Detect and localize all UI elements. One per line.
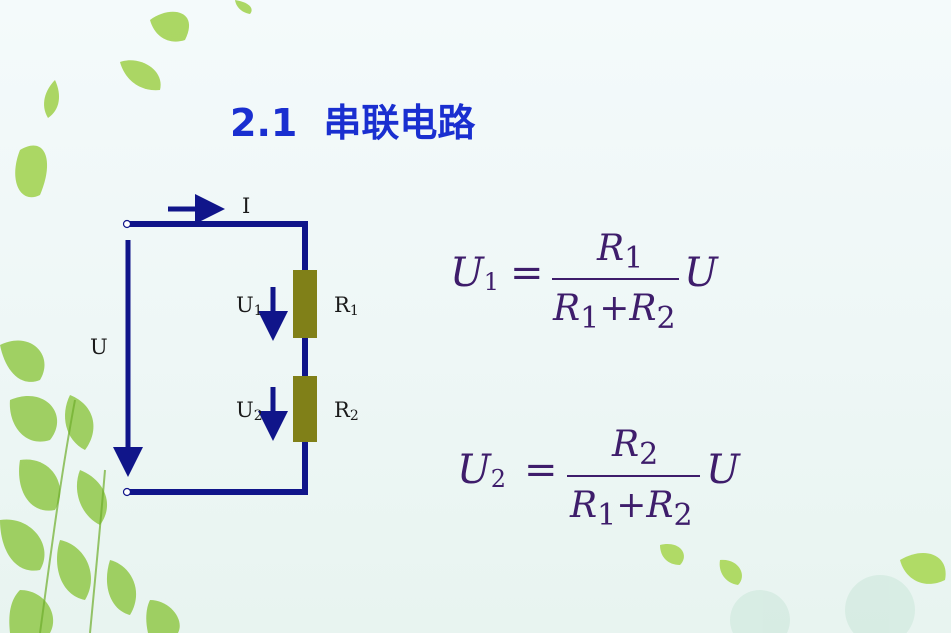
formula-u2-equals: = [524,447,558,493]
section-number: 2.1 [230,101,298,145]
resistor-r1 [293,270,317,338]
formula-u1-fraction-bar [552,278,679,280]
section-title: 串联电路 [323,101,476,145]
voltage-u2-label: U2 [236,398,263,424]
current-label: I [242,194,251,218]
resistor-r1-label: R1 [334,293,359,319]
top-wire [128,221,308,270]
formula-u2-numerator: R2 [612,424,659,473]
voltage-label: U [90,335,108,359]
resistor-r2 [293,376,317,442]
terminal-bottom [122,487,132,497]
formula-u1-rhs: U [684,250,718,296]
formula-u1-numerator: R1 [597,228,644,277]
leaf-icon [15,0,252,198]
leaf-icon [0,340,180,633]
formula-u2-lhs: U2 [457,447,506,493]
formula-u2-fraction-bar [567,475,700,477]
terminal-top [122,219,132,229]
voltage-u1-label: U1 [236,293,263,319]
bottom-wire [128,442,308,495]
formula-u1-denominator: R1+R2 [553,288,676,337]
leaf-icon [660,544,946,585]
formula-u2-rhs: U [706,447,740,493]
resistor-r2-label: R2 [334,398,359,424]
page-title: 2.1 串联电路 [230,92,475,147]
formula-u2-denominator: R1+R2 [570,485,693,534]
formula-u1-lhs: U1 [450,250,499,296]
formula-u1-equals: = [510,250,544,296]
